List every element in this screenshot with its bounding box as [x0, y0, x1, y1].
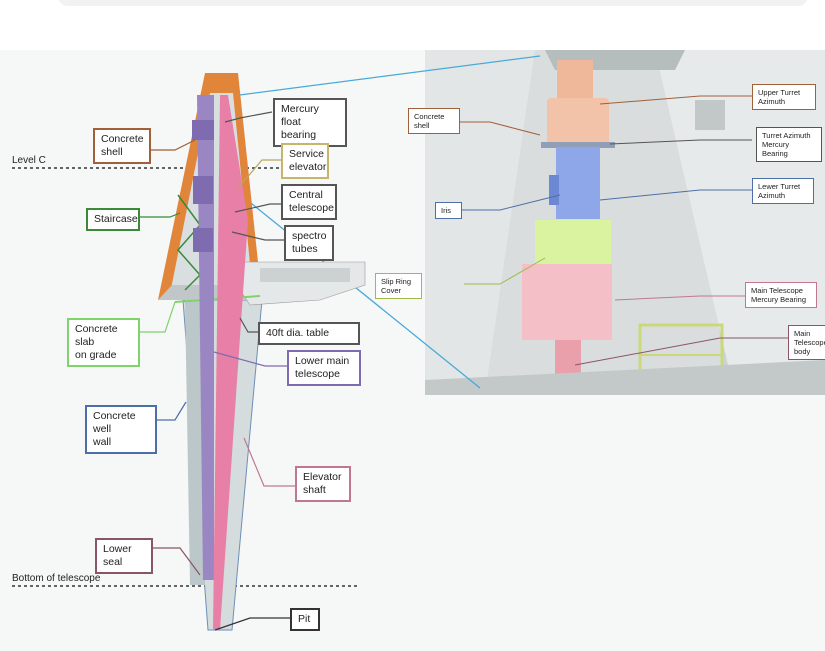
concrete-slab-label: Concrete slab on grade	[67, 318, 140, 367]
iris-label: Iris	[435, 202, 462, 219]
telescope-tube	[197, 95, 214, 580]
main-bearing-part	[522, 264, 612, 340]
concrete-well-wall-label: Concrete well wall	[85, 405, 157, 454]
service-elevator-label: Service elevator	[281, 143, 329, 179]
lower-turret-azimuth-label: Lewer Turret Azimuth	[752, 178, 814, 204]
elevator-shaft-label: Elevator shaft	[295, 466, 351, 502]
detail-drawing	[425, 50, 825, 395]
slip-ring-part	[535, 220, 611, 264]
mercury-float-bearing-label: Mercury float bearing	[273, 98, 347, 147]
main-telescope-body-label: Main Telescope body	[788, 325, 825, 360]
zoom-connector-top	[231, 55, 541, 97]
turret-azimuth-mercury-label: Turret Azimuth Mercury Bearing	[756, 127, 822, 162]
main-telescope-mercury-label: Main Telescope Mercury Bearing	[745, 282, 817, 308]
detail-concrete-shell-label: Concrete shell	[408, 108, 460, 134]
level-c-label: Level C	[12, 155, 46, 166]
bottom-of-telescope-label: Bottom of telescope	[12, 573, 101, 584]
concrete-shell-label: Concrete shell	[93, 128, 151, 164]
elevator-shape	[213, 95, 248, 630]
lower-turret-part	[556, 147, 600, 219]
central-telescope-label: Central telescope	[281, 184, 337, 220]
lower-seal-label: Lower seal	[95, 538, 153, 574]
upper-shaft	[557, 60, 593, 100]
top-bar	[58, 0, 808, 6]
slip-ring-cover-label: Slip Ring Cover	[375, 273, 422, 299]
spectro-tubes-label: spectro tubes	[284, 225, 334, 261]
table-40ft-label: 40ft dia. table	[258, 322, 360, 345]
lower-main-telescope-label: Lower main telescope	[287, 350, 361, 386]
staircase-shape	[177, 194, 202, 291]
pit-label: Pit	[290, 608, 320, 631]
staircase-label: Staircase	[86, 208, 140, 231]
upper-turret-part	[547, 98, 609, 146]
upper-turret-azimuth-label: Upper Turret Azimuth	[752, 84, 816, 110]
